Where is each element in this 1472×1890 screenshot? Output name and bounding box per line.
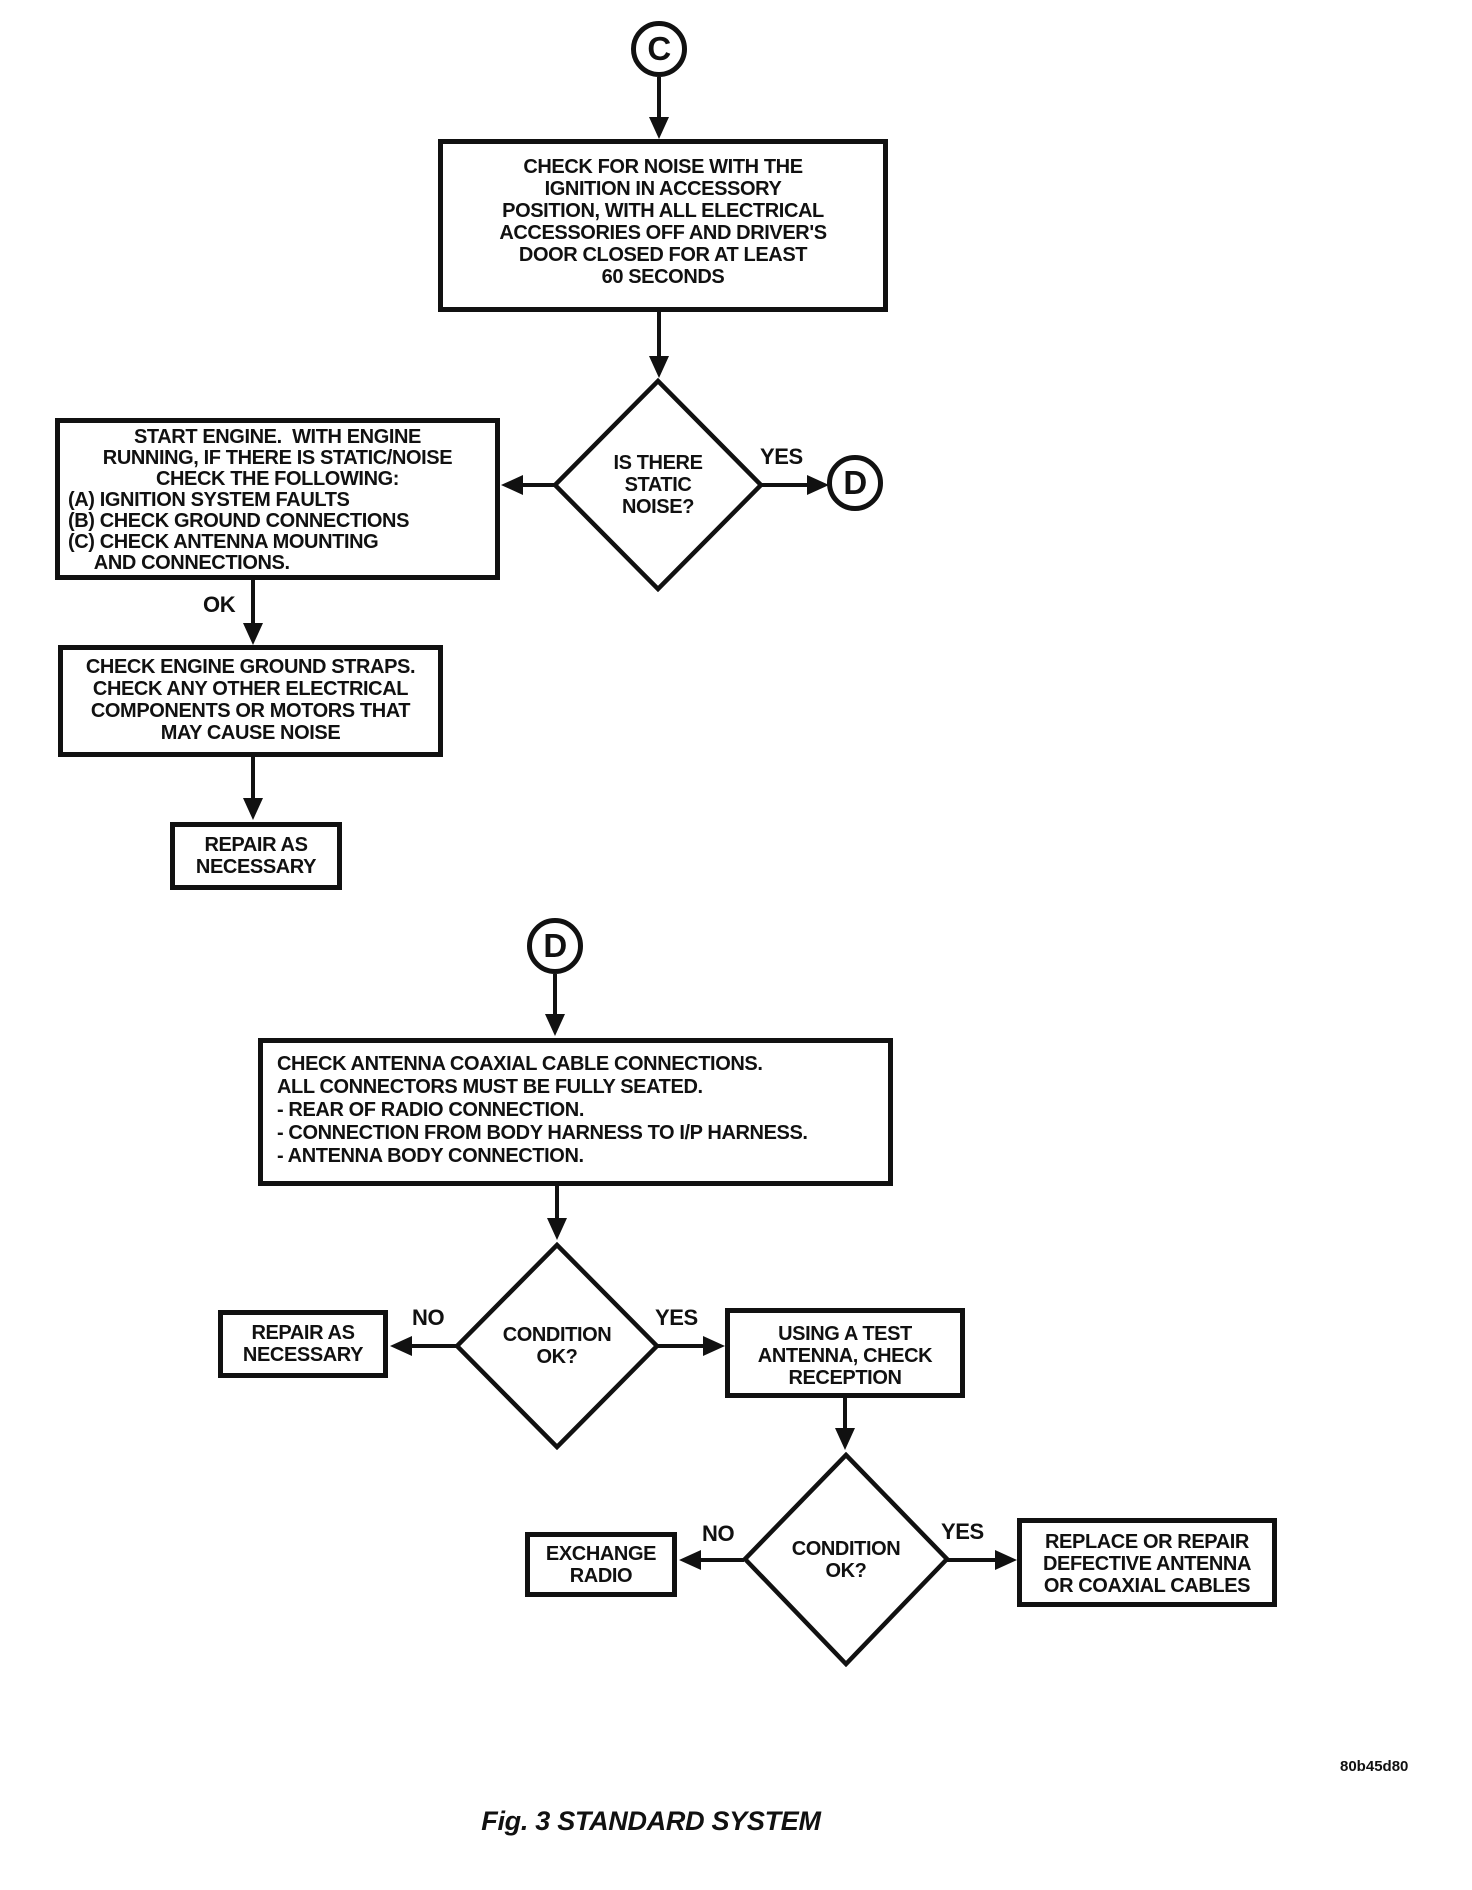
flow-box-test-antenna: USING A TEST ANTENNA, CHECK RECEPTION (725, 1308, 965, 1398)
replace-antenna-text: REPLACE OR REPAIR DEFECTIVE ANTENNA OR C… (1042, 1531, 1252, 1597)
arrow-ground-straps-to-repair (251, 757, 255, 800)
connector-d2-label: D (543, 927, 567, 964)
branch-label-yes: YES (760, 444, 803, 469)
arrow-check-noise-to-static-q (657, 312, 661, 358)
diamond-shape (454, 1242, 660, 1450)
connector-circle-d: D (827, 455, 883, 511)
check-noise-text: CHECK FOR NOISE WITH THE IGNITION IN ACC… (499, 156, 827, 288)
test-antenna-text: USING A TEST ANTENNA, CHECK RECEPTION (757, 1323, 933, 1389)
arrow-d-to-coax (553, 974, 557, 1016)
start-engine-items: (A) IGNITION SYSTEM FAULTS (B) CHECK GRO… (68, 489, 410, 574)
branch-label-yes-3: YES (941, 1519, 984, 1544)
arrowhead-down-icon (649, 356, 669, 378)
flow-box-repair-2: REPAIR AS NECESSARY (218, 1310, 388, 1378)
arrowhead-down-icon (243, 623, 263, 645)
condition-2-question: CONDITION OK? (791, 1537, 901, 1582)
arrow-test-antenna-to-condition-2 (843, 1398, 847, 1430)
check-coax-text: CHECK ANTENNA COAXIAL CABLE CONNECTIONS.… (277, 1053, 808, 1167)
arrowhead-left-icon (390, 1336, 412, 1356)
arrow-ok-to-ground-straps (251, 580, 255, 625)
branch-label-no-2: NO (412, 1305, 445, 1330)
connector-circle-d-2: D (527, 918, 583, 974)
ground-straps-text: CHECK ENGINE GROUND STRAPS. CHECK ANY OT… (85, 656, 416, 744)
arrowhead-down-icon (547, 1218, 567, 1240)
diamond-shape (742, 1452, 950, 1667)
static-noise-question: IS THERE STATIC NOISE? (613, 452, 703, 518)
arrow-yes-to-test-antenna (658, 1344, 705, 1348)
arrow-coax-to-condition-1 (555, 1186, 559, 1220)
arrow-no-to-repair-2 (408, 1344, 458, 1348)
flow-box-check-noise: CHECK FOR NOISE WITH THE IGNITION IN ACC… (438, 139, 888, 312)
arrow-no-to-start-engine (521, 483, 554, 487)
condition-1-question: CONDITION OK? (502, 1324, 612, 1368)
decision-diamond-static-noise: IS THERE STATIC NOISE? (552, 378, 764, 592)
branch-label-no-3: NO (702, 1521, 735, 1546)
decision-diamond-condition-1: CONDITION OK? (454, 1242, 660, 1450)
diamond-shape (552, 378, 764, 592)
arrow-yes-to-replace-antenna (946, 1558, 997, 1562)
flow-box-replace-antenna: REPLACE OR REPAIR DEFECTIVE ANTENNA OR C… (1017, 1518, 1277, 1607)
flow-box-repair-1: REPAIR AS NECESSARY (170, 822, 342, 890)
connector-circle-c: C (631, 21, 687, 77)
flow-box-check-coax: CHECK ANTENNA COAXIAL CABLE CONNECTIONS.… (258, 1038, 893, 1186)
branch-label-ok: OK (203, 592, 236, 617)
flow-box-ground-straps: CHECK ENGINE GROUND STRAPS. CHECK ANY OT… (58, 645, 443, 757)
repair-2-text: REPAIR AS NECESSARY (242, 1322, 364, 1366)
doc-code: 80b45d80 (1340, 1758, 1409, 1775)
connector-c-label: C (647, 30, 671, 67)
connector-d-label: D (843, 464, 867, 501)
arrowhead-left-icon (501, 475, 523, 495)
branch-label-yes-2: YES (655, 1305, 698, 1330)
arrowhead-down-icon (649, 117, 669, 139)
arrowhead-down-icon (835, 1428, 855, 1450)
decision-diamond-condition-2: CONDITION OK? (742, 1452, 950, 1667)
arrowhead-left-icon (679, 1550, 701, 1570)
arrow-no-to-exchange-radio (697, 1558, 744, 1562)
arrow-yes-to-connector-d (760, 483, 809, 487)
arrow-c-to-check-noise (657, 77, 661, 117)
arrowhead-right-icon (807, 475, 829, 495)
arrowhead-down-icon (545, 1014, 565, 1036)
arrowhead-right-icon (995, 1550, 1017, 1570)
flow-box-exchange-radio: EXCHANGE RADIO (525, 1532, 677, 1597)
arrowhead-down-icon (243, 798, 263, 820)
figure-caption: Fig. 3 STANDARD SYSTEM (481, 1806, 821, 1836)
repair-1-text: REPAIR AS NECESSARY (195, 834, 317, 878)
start-engine-intro: START ENGINE. WITH ENGINE RUNNING, IF TH… (102, 426, 453, 490)
flow-box-start-engine: START ENGINE. WITH ENGINE RUNNING, IF TH… (55, 418, 500, 580)
arrowhead-right-icon (703, 1336, 725, 1356)
exchange-radio-text: EXCHANGE RADIO (545, 1543, 657, 1587)
